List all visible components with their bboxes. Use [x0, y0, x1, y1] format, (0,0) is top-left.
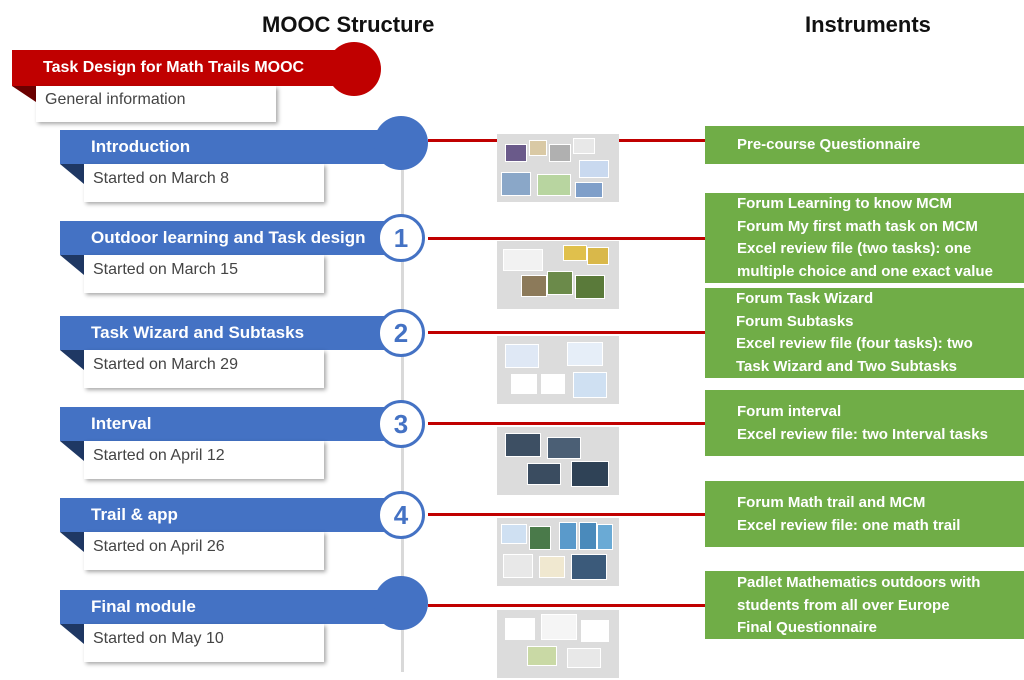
module-start-date: Started on March 29	[84, 350, 324, 388]
module-title: Outdoor learning and Task design	[60, 221, 398, 255]
module-thumbnail	[497, 427, 619, 495]
module-title: Trail & app	[60, 498, 398, 532]
instrument-line: Padlet Mathematics outdoors with	[737, 574, 981, 591]
module-number-marker: 3	[377, 400, 425, 448]
instrument-line: Forum Task Wizard	[736, 290, 874, 307]
instruments-heading: Instruments	[805, 12, 931, 37]
module-thumbnail	[497, 518, 619, 586]
module-start-date: Started on April 12	[84, 441, 324, 479]
instrument-line: Forum interval	[737, 403, 842, 420]
module-introduction: Introduction Started on March 8	[0, 116, 1024, 220]
module-fold	[60, 441, 84, 461]
module-connector-line	[428, 331, 708, 334]
module-connector-line	[428, 422, 708, 425]
module-outdoor-learning: Outdoor learning and Task design Started…	[0, 214, 1024, 311]
instrument-box-module-1: Forum Learning to know MCM Forum My firs…	[705, 193, 1024, 283]
module-title: Interval	[60, 407, 398, 441]
module-trail-app: Trail & app Started on April 26 4	[0, 491, 1024, 588]
course-marker	[327, 42, 381, 96]
mooc-structure-heading: MOOC Structure	[262, 12, 435, 37]
module-start-date: Started on March 8	[84, 164, 324, 202]
module-start-date: Started on March 15	[84, 255, 324, 293]
general-information-label: General information	[36, 86, 276, 122]
instrument-line: Final Questionnaire	[737, 619, 878, 636]
module-marker	[374, 576, 428, 630]
instrument-line: students from all over Europe	[737, 596, 950, 614]
instrument-box-module-3: Forum interval Excel review file: two In…	[705, 390, 1024, 456]
module-fold	[60, 164, 84, 184]
instrument-line: Forum Learning to know MCM	[737, 195, 952, 212]
module-marker	[374, 116, 428, 170]
course-banner-fold	[12, 86, 36, 102]
module-title: Task Wizard and Subtasks	[60, 316, 398, 350]
instrument-line: Forum My first math task on MCM	[737, 217, 978, 235]
instrument-line: multiple choice and one exact value	[737, 262, 993, 280]
instrument-line: Excel review file: two Interval tasks	[737, 425, 988, 443]
module-number-marker: 2	[377, 309, 425, 357]
instrument-line: Excel review file (four tasks): two	[736, 335, 973, 352]
module-connector-line	[428, 604, 708, 607]
instrument-line: Task Wizard and Two Subtasks	[736, 357, 958, 375]
module-fold	[60, 532, 84, 552]
module-thumbnail	[497, 241, 619, 309]
instrument-box-introduction: Pre-course Questionnaire	[705, 126, 1024, 164]
module-title: Final module	[60, 590, 398, 624]
instrument-line: Excel review file: one math trail	[737, 516, 961, 534]
module-fold	[60, 350, 84, 370]
module-number-marker: 1	[377, 214, 425, 262]
course-title-banner: Task Design for Math Trails MOOC	[12, 50, 352, 86]
module-thumbnail	[497, 134, 619, 202]
module-start-date: Started on April 26	[84, 532, 324, 570]
module-task-wizard: Task Wizard and Subtasks Started on Marc…	[0, 309, 1024, 406]
module-thumbnail	[497, 610, 619, 678]
instrument-line: Forum Math trail and MCM	[737, 494, 926, 511]
module-final: Final module Started on May 10	[0, 576, 1024, 680]
instrument-line: Excel review file (two tasks): one	[737, 240, 972, 257]
module-start-date: Started on May 10	[84, 624, 324, 662]
instrument-box-final: Padlet Mathematics outdoors with student…	[705, 571, 1024, 639]
module-connector-line	[428, 237, 708, 240]
module-fold	[60, 255, 84, 275]
module-number-marker: 4	[377, 491, 425, 539]
instrument-box-module-4: Forum Math trail and MCM Excel review fi…	[705, 481, 1024, 547]
module-fold	[60, 624, 84, 644]
module-thumbnail	[497, 336, 619, 404]
instrument-box-module-2: Forum Task Wizard Forum Subtasks Excel r…	[705, 288, 1024, 378]
module-interval: Interval Started on April 12 3	[0, 400, 1024, 497]
instrument-line: Pre-course Questionnaire	[737, 136, 921, 153]
module-title: Introduction	[60, 130, 398, 164]
instrument-line: Forum Subtasks	[736, 312, 854, 330]
module-connector-line	[428, 513, 708, 516]
